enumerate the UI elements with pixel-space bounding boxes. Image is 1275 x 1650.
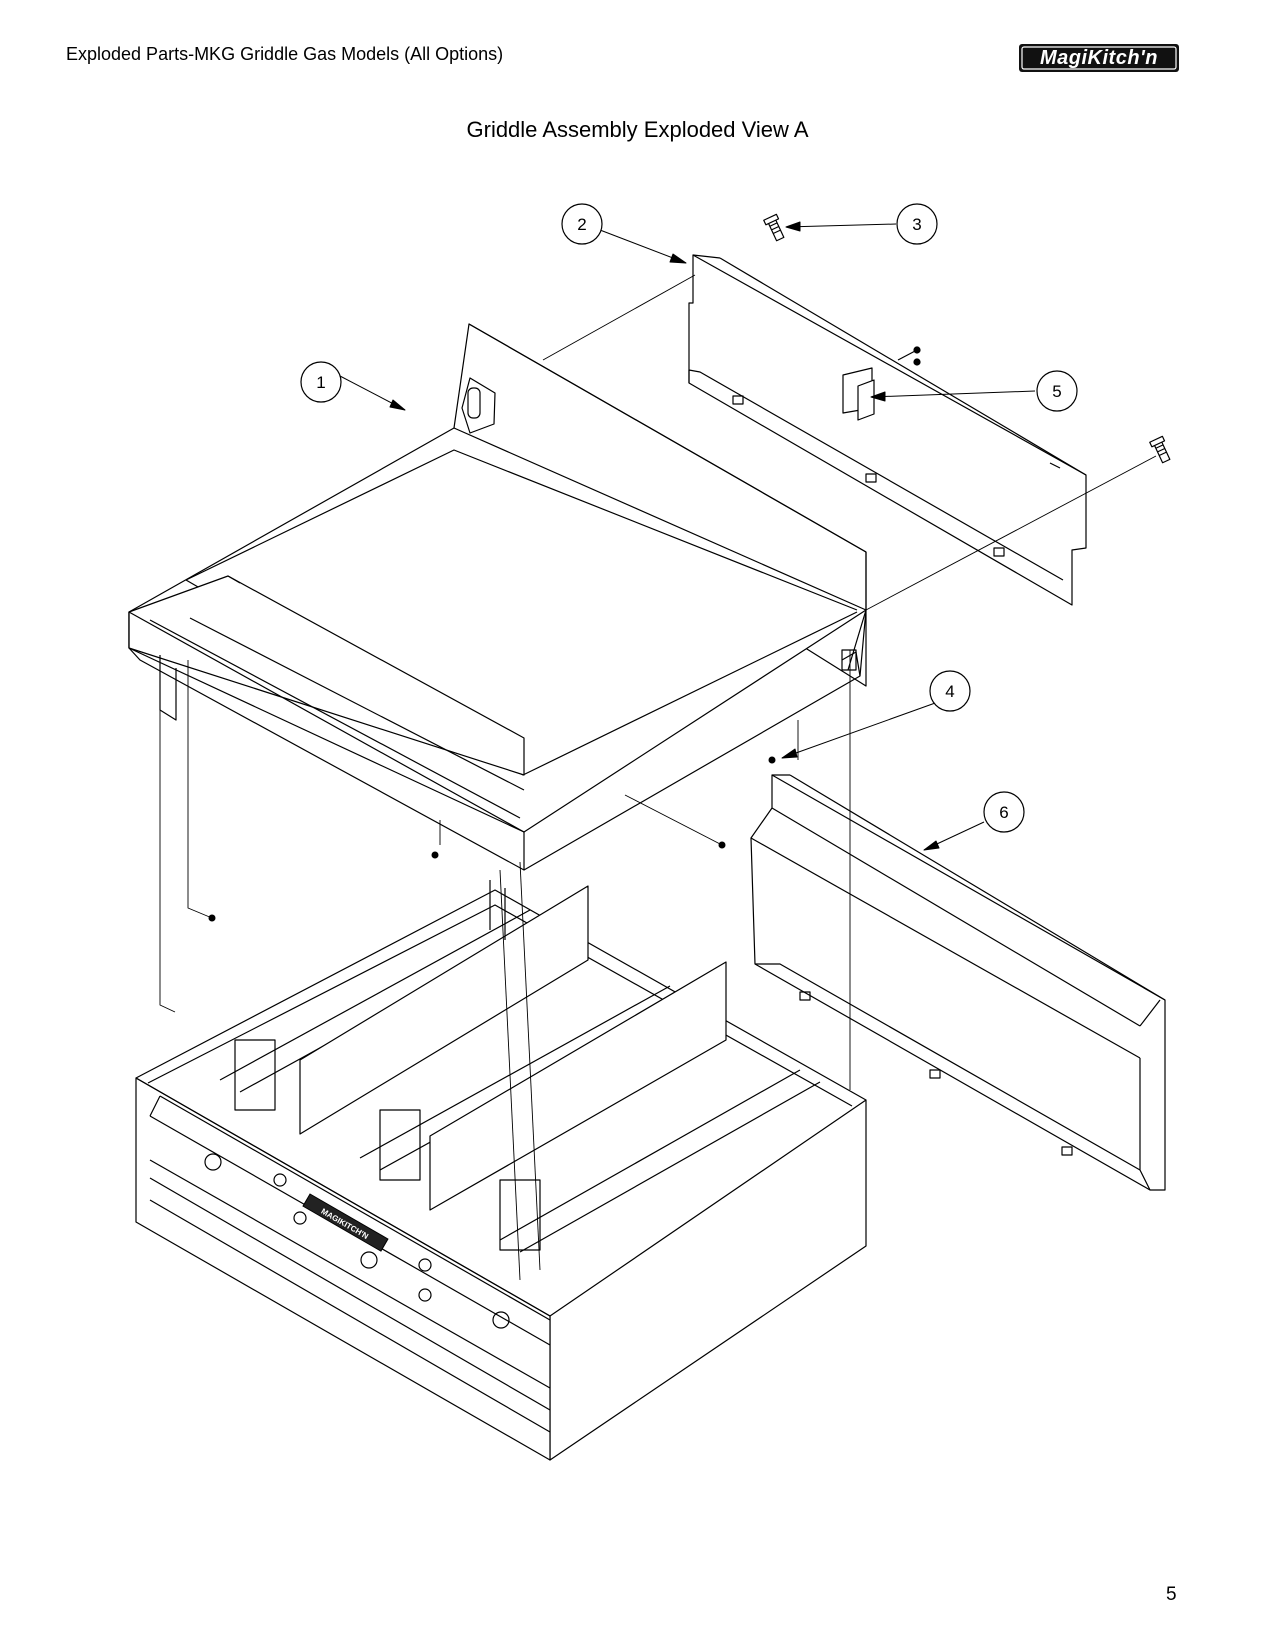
callout-3: 3 <box>896 203 938 245</box>
callout-4: 4 <box>929 670 971 712</box>
page-header-title: Exploded Parts-MKG Griddle Gas Models (A… <box>66 44 504 64</box>
callout-2: 2 <box>561 203 603 245</box>
rear-panel <box>688 254 1087 606</box>
callout-label-2: 2 <box>577 215 586 234</box>
bracket-clip <box>842 346 921 421</box>
magikitchn-logo: MagiKitch'n <box>1018 43 1180 73</box>
griddle-base <box>135 880 867 1461</box>
screws <box>208 756 776 922</box>
side-panel <box>750 774 1166 1191</box>
callout-5: 5 <box>1036 370 1078 412</box>
callout-6: 6 <box>983 791 1025 833</box>
callout-label-6: 6 <box>999 803 1008 822</box>
page-number: 5 <box>1166 1584 1177 1605</box>
griddle-top <box>128 323 867 871</box>
view-title: Griddle Assembly Exploded View A <box>466 117 809 142</box>
callout-label-5: 5 <box>1052 382 1061 401</box>
assembly-lines <box>159 274 1157 1281</box>
callout-label-4: 4 <box>945 682 954 701</box>
callout-label-3: 3 <box>912 215 921 234</box>
bolts <box>763 213 1171 464</box>
callout-1: 1 <box>300 361 342 403</box>
callout-label-1: 1 <box>316 373 325 392</box>
callout-leaders <box>339 221 1036 851</box>
